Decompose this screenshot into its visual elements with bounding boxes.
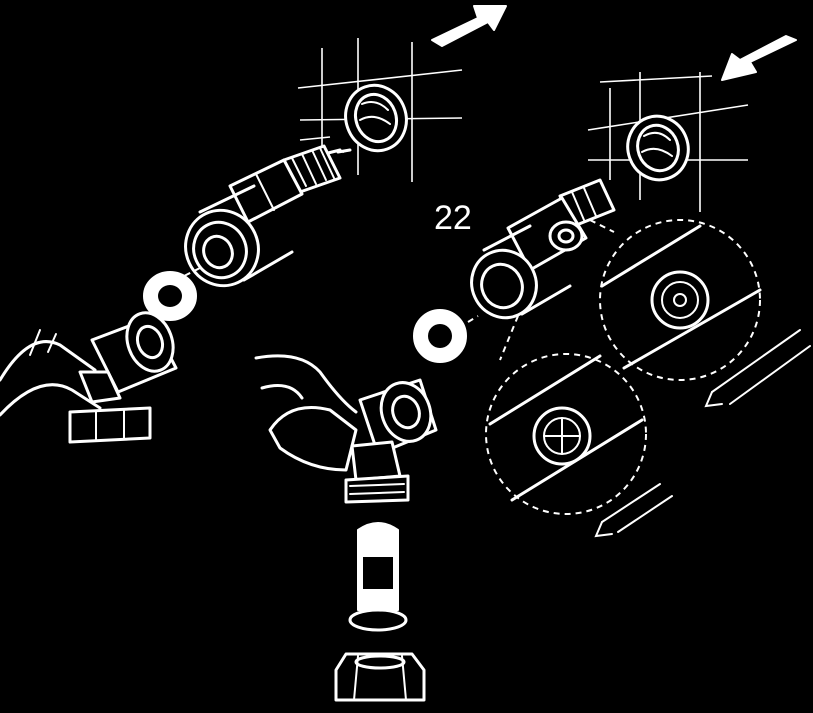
left-wall-socket xyxy=(344,83,408,153)
center-elbow-fitting xyxy=(344,378,438,504)
sealing-washer-right xyxy=(413,309,467,363)
arrow-down-left-icon xyxy=(721,35,797,81)
left-assembly-axis xyxy=(167,149,349,285)
straight-adapter-fitting xyxy=(184,144,352,288)
left-hose xyxy=(0,329,102,417)
right-valve-body xyxy=(470,178,616,320)
arrow-up-right-icon xyxy=(431,5,507,47)
left-elbow-fitting xyxy=(68,311,178,444)
detail-circle-lower xyxy=(485,353,647,515)
sealing-washer-left xyxy=(143,271,197,321)
right-assembly-axis xyxy=(467,315,479,323)
center-hose xyxy=(254,354,358,472)
size-label: 22 xyxy=(434,199,472,237)
flow-arrow-lower-icon xyxy=(594,483,673,538)
hex-nut xyxy=(334,652,426,702)
right-wall-socket xyxy=(626,114,690,182)
detail-circle-upper xyxy=(499,219,762,381)
sealing-cap xyxy=(348,522,408,632)
flow-arrow-upper-icon xyxy=(704,329,811,408)
